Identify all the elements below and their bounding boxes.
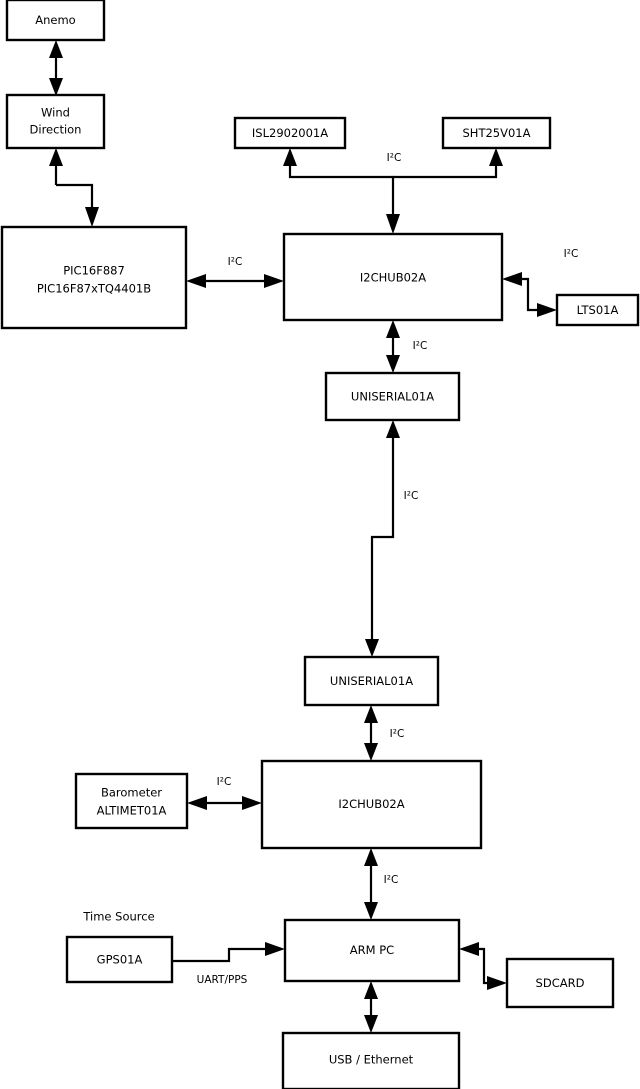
- connection-hub2-arm: [364, 848, 378, 920]
- node-i2chub02a-bottom-label: I2CHUB02A: [338, 797, 404, 811]
- node-anemo-box[interactable]: [5, 0, 106, 42]
- arrowhead-left-arm: [459, 942, 479, 956]
- arrowhead-right-sdcard: [487, 976, 507, 990]
- node-anemo[interactable]: Anemo: [5, 0, 106, 42]
- connection-uniserial-uniserial: [365, 420, 400, 657]
- connection-baro-hub2: [187, 796, 262, 810]
- arrowhead-down: [386, 355, 400, 373]
- node-uniserial01a-top[interactable]: UNISERIAL01A: [324, 371, 461, 422]
- node-sht25v01a[interactable]: SHT25V01A: [441, 116, 552, 150]
- node-wind-direction-box[interactable]: [5, 93, 106, 150]
- node-isl2902001a[interactable]: ISL2902001A: [233, 116, 347, 150]
- node-sdcard[interactable]: SDCARD: [505, 957, 615, 1009]
- node-i2chub02a-top-box[interactable]: [282, 232, 504, 322]
- node-sht25v01a-box[interactable]: [441, 116, 552, 150]
- arrowhead-down: [364, 743, 378, 761]
- connection-gps-arm: [172, 942, 285, 963]
- edge-label-uniserial-link: I²C: [404, 490, 419, 502]
- connection-pic-hub: [186, 274, 284, 288]
- node-sht25v01a-label: SHT25V01A: [463, 126, 531, 140]
- node-i2chub02a-top-label: I2CHUB02A: [360, 271, 426, 285]
- connection-uniserial-hub2: [364, 705, 378, 761]
- node-gps01a-label: GPS01A: [97, 953, 143, 967]
- node-i2chub02a-bottom[interactable]: I2CHUB02A: [260, 759, 483, 850]
- arrowhead-up: [364, 848, 378, 866]
- node-usb-ethernet[interactable]: USB / Ethernet: [281, 1031, 461, 1089]
- node-isl2902001a-label: ISL2902001A: [252, 126, 328, 140]
- edge-label-hub2-arm: I²C: [384, 874, 399, 886]
- arrowhead-right-lts: [537, 303, 557, 317]
- node-wind-direction-label-line1: Wind: [41, 106, 70, 120]
- node-gps01a[interactable]: GPS01A: [65, 935, 174, 984]
- edge-label-baro-hub2: I²C: [217, 776, 232, 788]
- arrowhead-down: [49, 78, 63, 96]
- arrowhead-up-isl: [283, 148, 297, 166]
- connection-arm-sdcard: [459, 942, 507, 990]
- node-uniserial01a-bottom-box[interactable]: [303, 655, 440, 707]
- arrowhead-up: [364, 705, 378, 723]
- edge-label-hub-uniserial: I²C: [413, 340, 428, 352]
- time-source-label: Time Source: [82, 910, 154, 924]
- arrowhead-down: [364, 1015, 378, 1033]
- arrowhead-up: [386, 320, 400, 338]
- arrowhead-left-hub: [502, 272, 522, 286]
- node-lts01a-box[interactable]: [555, 293, 640, 327]
- node-pic16f887[interactable]: PIC16F887 PIC16F87xTQ4401B: [0, 225, 188, 330]
- arrowhead-up: [364, 981, 378, 999]
- connection-hub-uniserial: [386, 320, 400, 373]
- node-uniserial01a-bottom[interactable]: UNISERIAL01A: [303, 655, 440, 707]
- node-barometer-label-line2: ALTIMET01A: [97, 804, 167, 818]
- node-isl2902001a-box[interactable]: [233, 116, 347, 150]
- arrowhead-left: [187, 796, 207, 810]
- node-barometer-altimet01a[interactable]: Barometer ALTIMET01A: [74, 772, 189, 830]
- node-lts01a[interactable]: LTS01A: [555, 293, 640, 327]
- connection-hub-lts: [502, 272, 557, 317]
- arrowhead-up: [49, 148, 63, 166]
- edge-label-pic-hub: I²C: [228, 256, 243, 268]
- arrowhead-right: [265, 942, 285, 956]
- node-uniserial01a-bottom-label: UNISERIAL01A: [330, 674, 413, 688]
- edge-label-isl-sht-bus: I²C: [387, 152, 402, 164]
- arrowhead-down: [85, 207, 99, 227]
- node-anemo-label: Anemo: [35, 13, 75, 27]
- node-barometer-label-line1: Barometer: [101, 786, 162, 800]
- node-lts01a-label: LTS01A: [577, 303, 619, 317]
- node-pic16f887-label-line2: PIC16F87xTQ4401B: [37, 282, 151, 296]
- node-i2chub02a-top[interactable]: I2CHUB02A: [282, 232, 504, 322]
- node-arm-pc-label: ARM PC: [350, 943, 394, 957]
- node-i2chub02a-bottom-box[interactable]: [260, 759, 483, 850]
- node-sdcard-box[interactable]: [505, 957, 615, 1009]
- arrowhead-down: [364, 902, 378, 920]
- node-pic16f887-box[interactable]: [0, 225, 188, 330]
- connection-wind-pic: [49, 148, 99, 227]
- connection-hub-isl-sht: [283, 148, 503, 234]
- node-arm-pc-box[interactable]: [283, 918, 461, 983]
- node-barometer-altimet01a-box[interactable]: [74, 772, 189, 830]
- node-sdcard-label: SDCARD: [536, 976, 585, 990]
- edge-label-hub-lts: I²C: [564, 248, 579, 260]
- node-arm-pc[interactable]: ARM PC: [283, 918, 461, 983]
- arrowhead-up-sht: [489, 148, 503, 166]
- arrowhead-up: [386, 420, 400, 438]
- connection-anemo-wind: [49, 40, 63, 96]
- arrowhead-up: [49, 40, 63, 58]
- node-wind-direction[interactable]: Wind Direction: [5, 93, 106, 150]
- arrowhead-right: [264, 274, 284, 288]
- edge-label-gps-arm: UART/PPS: [197, 974, 248, 986]
- edge-label-uniserial-hub2: I²C: [390, 728, 405, 740]
- arrowhead-down-hub: [386, 214, 400, 234]
- connection-arm-usb: [364, 981, 378, 1033]
- node-gps01a-box[interactable]: [65, 935, 174, 984]
- node-usb-ethernet-label: USB / Ethernet: [329, 1053, 414, 1067]
- node-pic16f887-label-line1: PIC16F887: [63, 264, 125, 278]
- node-usb-ethernet-box[interactable]: [281, 1031, 461, 1089]
- node-uniserial01a-top-box[interactable]: [324, 371, 461, 422]
- arrowhead-left: [186, 274, 206, 288]
- node-wind-direction-label-line2: Direction: [30, 123, 82, 137]
- node-uniserial01a-top-label: UNISERIAL01A: [351, 390, 434, 404]
- arrowhead-down: [365, 639, 379, 657]
- arrowhead-right: [242, 796, 262, 810]
